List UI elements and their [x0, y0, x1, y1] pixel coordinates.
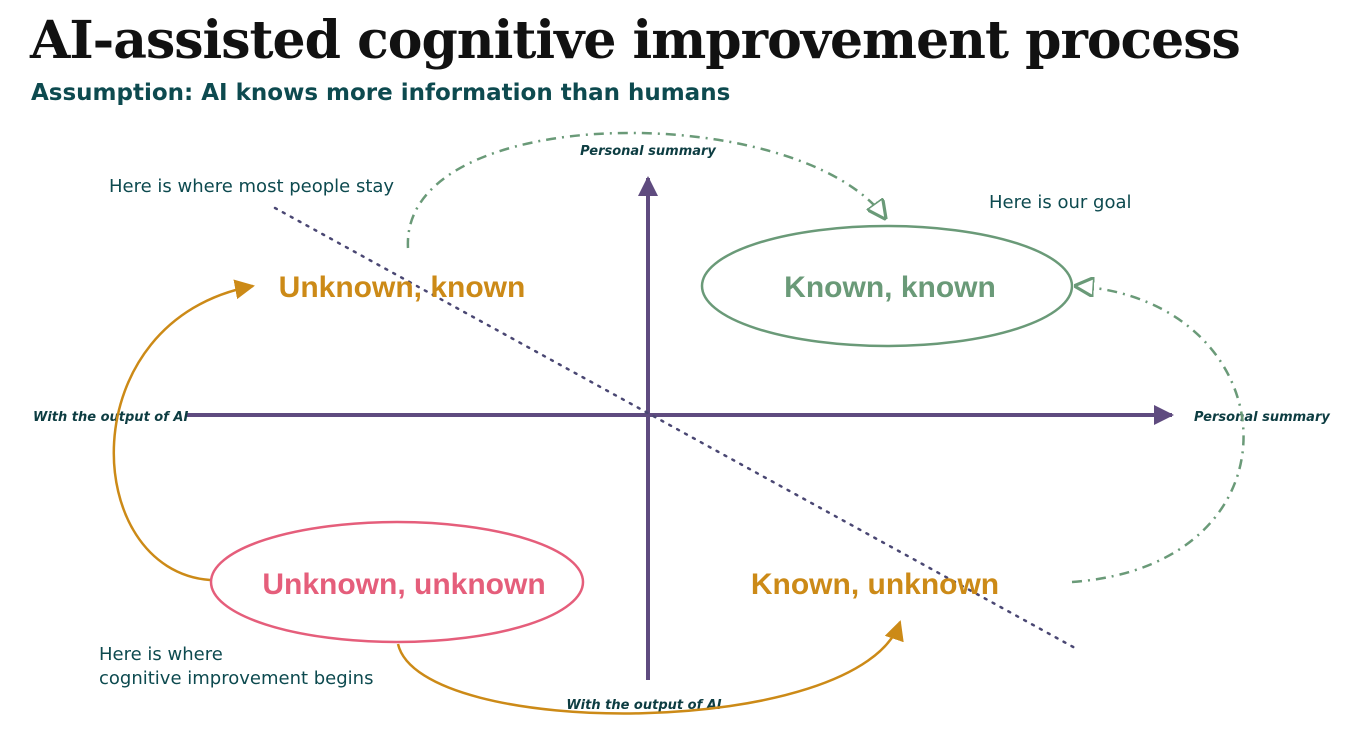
note-most-people: Here is where most people stay: [109, 176, 394, 197]
quadrant-known-known: Known, known: [784, 271, 996, 304]
bottom-orange-arrow: [396, 620, 904, 715]
note-begins-line2: cognitive improvement begins: [99, 668, 373, 689]
page-title: AI-assisted cognitive improvement proces…: [29, 10, 1240, 71]
left-orange-arrow: [112, 279, 255, 582]
quadrant-unknown-known: Unknown, known: [279, 271, 526, 304]
right-green-arrow: [1071, 286, 1245, 584]
axis-label-top: Personal summary: [580, 144, 716, 159]
axis-label-left: With the output of AI: [33, 410, 188, 425]
top-green-arrow: [406, 131, 885, 249]
note-goal: Here is our goal: [989, 192, 1132, 213]
goal-ellipse: [700, 224, 1074, 348]
axis-label-right: Personal summary: [1194, 410, 1330, 425]
quadrant-unknown-unknown: Unknown, unknown: [262, 568, 545, 601]
quadrant-known-unknown: Known, unknown: [751, 568, 999, 601]
most-people-boundary-line: [273, 206, 1077, 650]
start-ellipse: [209, 520, 585, 644]
axis-label-bottom: With the output of AI: [566, 698, 721, 713]
note-begins-line1: Here is where: [99, 644, 223, 665]
page-subtitle: Assumption: AI knows more information th…: [31, 80, 730, 106]
